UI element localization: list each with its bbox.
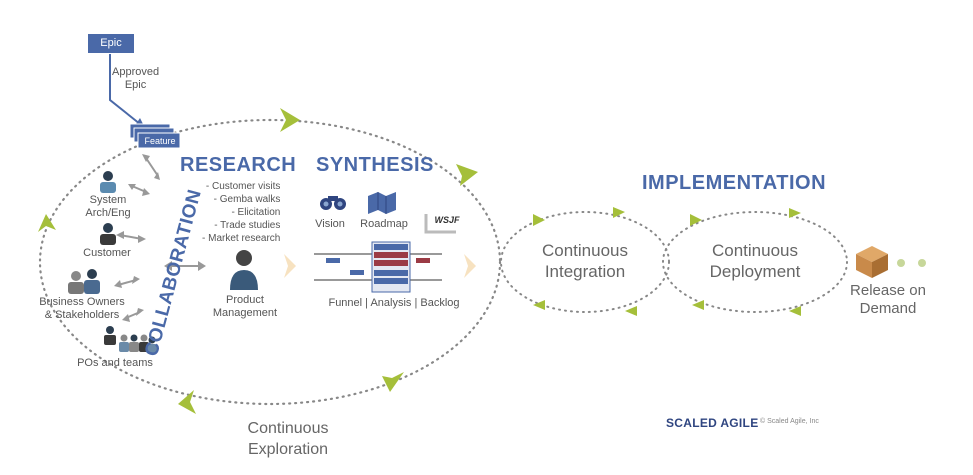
- release-dot-2: [918, 259, 926, 267]
- research-heading: RESEARCH: [180, 154, 297, 176]
- research-list: - Customer visits - Gemba walks - Elicit…: [202, 180, 280, 245]
- loop-arrow-bottom-right: [382, 372, 404, 392]
- synthesis-heading: SYNTHESIS: [316, 154, 434, 176]
- collab-arrowheads: [114, 154, 206, 322]
- ci-arrow-4: [533, 300, 545, 310]
- loop-arrow-right: [456, 164, 478, 186]
- feature-label: Feature: [144, 136, 176, 146]
- cd-arrow-3: [789, 306, 801, 316]
- pos-teams-icon: [104, 326, 157, 353]
- loop-arrow-left: [38, 214, 56, 232]
- research-item: - Customer visits: [205, 181, 281, 192]
- funnel-label: Funnel | Analysis | Backlog: [328, 297, 460, 309]
- research-item: - Elicitation: [231, 207, 281, 218]
- pos-teams-label: POs and teams: [77, 357, 153, 369]
- system-arch-label: System Arch/Eng: [85, 194, 131, 219]
- product-management-label: Product Management: [212, 294, 278, 319]
- roadmap-label: Roadmap: [360, 218, 408, 230]
- continuous-deployment-label: Continuous Deployment: [709, 241, 801, 281]
- research-item: - Market research: [202, 233, 281, 244]
- deployment-loop: [662, 211, 848, 313]
- epic-box: Epic: [88, 34, 134, 53]
- wsjf-label: WSJF: [434, 215, 460, 225]
- release-box-icon: [856, 246, 888, 278]
- cd-arrow-4: [692, 300, 704, 310]
- research-item: - Trade studies: [214, 220, 281, 231]
- ci-arrow-3: [625, 306, 637, 316]
- approved-epic-label: Approved Epic: [112, 66, 160, 91]
- wsjf-icon: [424, 214, 456, 234]
- loop-arrow-bottom: [178, 390, 196, 414]
- continuous-integration-label: Continuous Integration: [541, 241, 628, 281]
- roadmap-icon: [368, 192, 396, 214]
- binoculars-icon: [320, 196, 346, 210]
- system-arch-icon: [100, 171, 116, 193]
- feature-stack: [129, 123, 181, 149]
- research-item: - Gemba walks: [213, 194, 281, 205]
- cd-arrow-2: [789, 208, 801, 218]
- chevron-1: [284, 254, 296, 278]
- implementation-heading: IMPLEMENTATION: [642, 172, 827, 194]
- funnel-analysis-backlog-icon: [314, 241, 442, 293]
- integration-loop: [500, 211, 670, 313]
- loop-arrow-top: [280, 108, 300, 132]
- continuous-exploration-label: Continuous Exploration: [247, 420, 329, 458]
- customer-icon: [100, 223, 116, 245]
- epic-connector: [109, 54, 141, 125]
- business-owners-icon: [68, 269, 100, 294]
- customer-label: Customer: [83, 247, 131, 259]
- release-on-demand-label: Release on Demand: [850, 282, 926, 317]
- copyright: © Scaled Agile, Inc: [760, 418, 819, 425]
- product-management-icon: [230, 250, 258, 290]
- exploration-loop: [38, 118, 502, 406]
- vision-label: Vision: [315, 218, 345, 230]
- release-dot-1: [897, 259, 905, 267]
- ci-arrow-2: [613, 207, 625, 218]
- cd-arrow-1: [690, 214, 702, 226]
- business-owners-label: Business Owners & Stakeholders: [39, 296, 125, 321]
- chevron-2: [464, 254, 476, 278]
- brand-logo: SCALED AGILE: [666, 416, 759, 430]
- ci-arrow-1: [533, 214, 545, 226]
